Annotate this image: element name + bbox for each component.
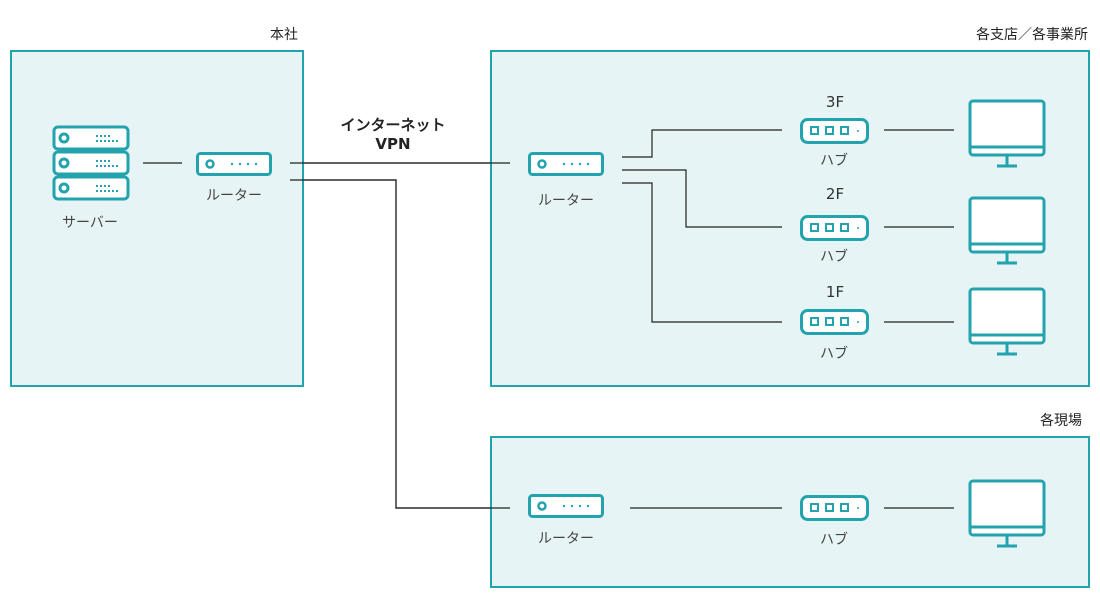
- hub-icon: [800, 215, 869, 241]
- hub-label-3f: ハブ: [820, 153, 848, 169]
- floor-label-1f: 1F: [825, 283, 845, 301]
- monitor-icon: [968, 479, 1046, 548]
- server-icon: [52, 125, 130, 201]
- hub-label-1f: ハブ: [820, 346, 848, 362]
- sites-label: 各現場: [1040, 413, 1082, 429]
- floor-label-3f: 3F: [825, 93, 845, 111]
- router-icon: [528, 494, 604, 518]
- hub-icon: [800, 118, 869, 144]
- site-hub-label: ハブ: [820, 532, 848, 548]
- hq-router-label: ルーター: [206, 188, 262, 204]
- hub-label-2f: ハブ: [820, 249, 848, 265]
- server-label: サーバー: [62, 215, 118, 231]
- router-icon: [196, 152, 272, 176]
- internet-label: インターネット: [340, 116, 446, 134]
- internet-vpn-label: インターネット VPN: [330, 116, 456, 154]
- monitor-icon: [968, 287, 1046, 356]
- vpn-label: VPN: [375, 135, 411, 153]
- router-icon: [528, 152, 604, 176]
- site-router-label: ルーター: [538, 531, 594, 547]
- hq-region: [10, 50, 304, 387]
- monitor-icon: [968, 99, 1046, 168]
- floor-label-2f: 2F: [825, 185, 845, 203]
- hq-label: 本社: [270, 27, 298, 43]
- branches-label: 各支店／各事業所: [976, 27, 1088, 43]
- hub-icon: [800, 495, 869, 521]
- monitor-icon: [968, 196, 1046, 265]
- hub-icon: [800, 309, 869, 335]
- branch-router-label: ルーター: [538, 193, 594, 209]
